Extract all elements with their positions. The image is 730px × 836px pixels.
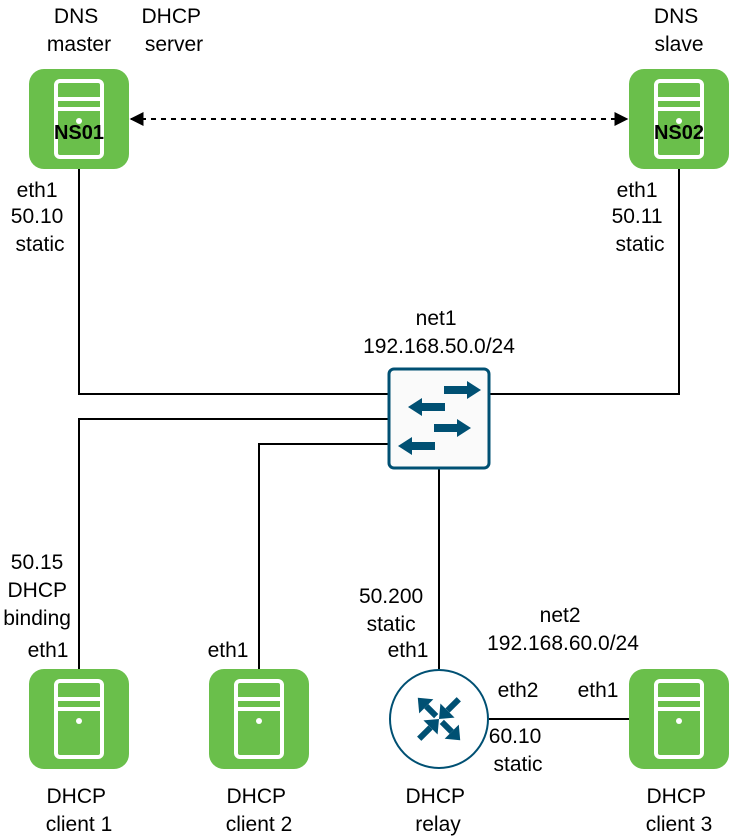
net1-label: net1 192.168.50.0/24 <box>363 307 515 358</box>
server-icon <box>654 679 704 759</box>
server-client2[interactable] <box>209 669 309 769</box>
client3-name-label: DHCP client 3 <box>646 785 713 836</box>
network-switch[interactable] <box>387 367 491 470</box>
server-name-label: NS01 <box>54 122 104 144</box>
link-ns02-switch <box>489 169 680 395</box>
ns01-dhcp-role-label: DHCP server <box>142 5 207 56</box>
server-client3[interactable] <box>629 669 729 769</box>
client3-interface-label: eth1 <box>578 679 619 702</box>
link-client2-switch <box>258 443 389 669</box>
server-icon <box>234 679 284 759</box>
server-ns02[interactable]: NS02 <box>629 69 729 169</box>
switch-body <box>387 367 491 470</box>
server-ns01[interactable]: NS01 <box>29 69 129 169</box>
ns01-role-label: DNS master <box>47 5 111 56</box>
server-client1[interactable] <box>29 669 129 769</box>
server-icon <box>54 79 104 159</box>
client2-name-label: DHCP client 2 <box>226 785 293 836</box>
relay-name-label: DHCP relay <box>406 785 471 836</box>
ns02-interface-label: eth1 50.11 static <box>612 179 669 256</box>
net2-label: net2 192.168.60.0/24 <box>487 604 639 655</box>
ns02-role-label: DNS slave <box>654 5 704 56</box>
router-arrows-icon <box>417 697 461 741</box>
server-icon <box>654 79 704 159</box>
link-client1-switch <box>78 418 389 669</box>
client1-interface-label: 50.15 DHCP binding eth1 <box>3 551 77 662</box>
link-ns01-switch <box>78 169 389 395</box>
relay-eth1-label: 50.200 static eth1 <box>359 585 429 662</box>
relay-eth2-address-label: 60.10 static <box>489 725 547 776</box>
server-name-label: NS02 <box>654 122 704 144</box>
links <box>78 112 680 720</box>
switch-arrows-icon <box>398 381 481 455</box>
server-icon <box>54 679 104 759</box>
relay-eth2-label: eth2 <box>498 679 539 702</box>
ns01-interface-label: eth1 50.10 static <box>11 179 69 256</box>
client1-name-label: DHCP client 1 <box>46 785 113 836</box>
client2-interface-label: eth1 <box>208 639 249 662</box>
dhcp-relay-router[interactable] <box>389 669 489 769</box>
